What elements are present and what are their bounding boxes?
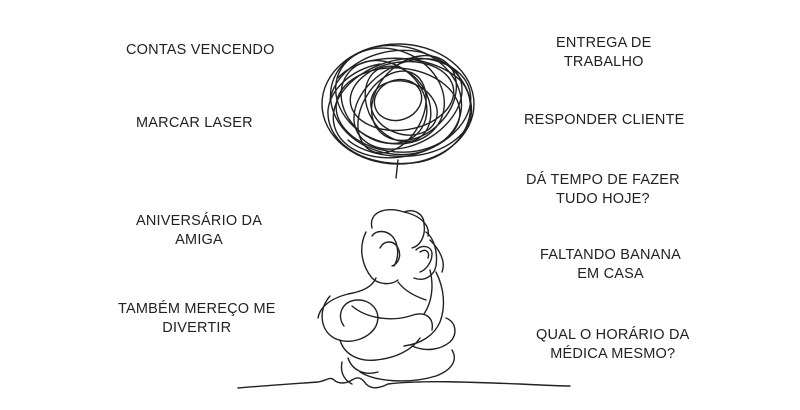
thought-faltando-banana: FALTANDO BANANA EM CASA	[540, 247, 682, 282]
thought-contas-vencendo: CONTAS VENCENDO	[126, 42, 275, 58]
thought-marcar-laser: MARCAR LASER	[136, 115, 253, 131]
thought-horario-medica: QUAL O HORÁRIO DA MÉDICA MESMO?	[536, 327, 690, 362]
scribble-cloud	[321, 43, 475, 179]
thought-responder-cliente: RESPONDER CLIENTE	[524, 112, 685, 128]
thought-aniversario-amiga: ANIVERSÁRIO DA AMIGA	[136, 213, 263, 248]
woman-figure	[237, 209, 571, 389]
thought-tambem-mereco: TAMBÉM MEREÇO ME DIVERTIR	[118, 301, 276, 336]
thought-da-tempo: DÁ TEMPO DE FAZER TUDO HOJE?	[526, 172, 680, 207]
thought-entrega-trabalho: ENTREGA DE TRABALHO	[556, 35, 652, 70]
